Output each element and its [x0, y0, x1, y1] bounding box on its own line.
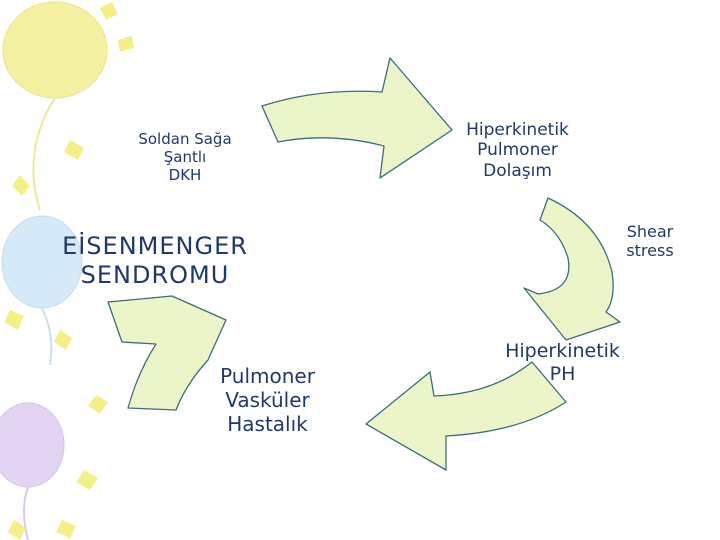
cycle-arrow-right	[523, 197, 621, 341]
diagram-title: EİSENMENGER SENDROMU	[62, 232, 248, 289]
node-hyperkinetic-circulation-label: Hiperkinetik Pulmoner Dolaşım	[466, 120, 569, 181]
cycle-arrow-top	[261, 57, 453, 179]
node-hyperkinetic-ph-label: Hiperkinetik PH	[505, 340, 620, 385]
confetti-icon	[4, 2, 134, 540]
node-shear-stress-label: Shear stress	[626, 222, 674, 261]
node-source-label: Soldan Sağa Şantlı DKH	[138, 130, 232, 184]
node-vascular-disease-label: Pulmoner Vasküler Hastalık	[220, 364, 315, 436]
cycle-arrow-bottom	[365, 361, 567, 471]
cycle-arrow-up-left	[107, 295, 227, 411]
balloon-blue-icon	[1, 215, 83, 366]
balloon-yellow-icon	[2, 1, 108, 211]
balloon-purple-icon	[0, 402, 65, 540]
